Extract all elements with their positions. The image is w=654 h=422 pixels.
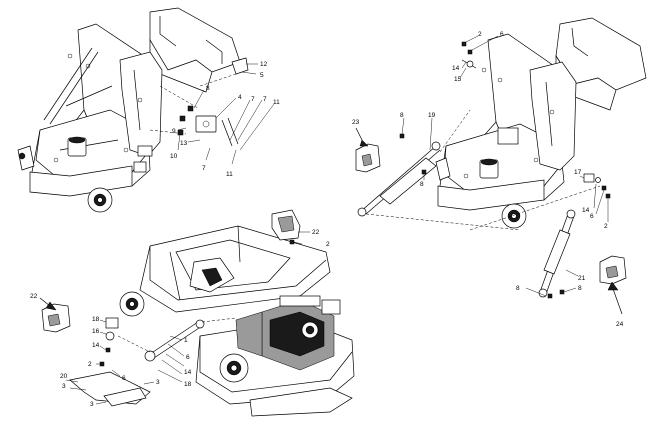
callout-tr-14b: 14 [582, 207, 590, 214]
loader-frame-assembly-right [355, 17, 647, 315]
callout-tr-21: 21 [578, 275, 586, 282]
callout-bl-16: 16 [92, 328, 100, 335]
callout-bl-22a: 22 [312, 229, 320, 236]
callout-tl-10: 10 [170, 153, 178, 160]
callout-tl-7c: 7 [202, 165, 206, 172]
callout-tl-8: 8 [206, 85, 210, 92]
callout-tl-11b: 11 [226, 171, 233, 178]
callout-bl-6b: 6 [186, 354, 190, 361]
callout-bl-3c: 3 [90, 401, 94, 408]
callout-tr-14a: 14 [452, 65, 460, 72]
callout-tl-12: 12 [260, 61, 268, 68]
callout-bl-22b: 22 [30, 293, 38, 300]
callout-tr-8c: 8 [516, 285, 520, 292]
callout-bl-14b: 14 [184, 369, 192, 376]
callout-bl-3a: 3 [62, 383, 66, 390]
callout-tl-5: 5 [260, 72, 264, 79]
callout-bl-1: 1 [184, 337, 188, 344]
callout-tr-2a: 2 [478, 31, 482, 38]
loader-frame-assembly-left [17, 7, 275, 213]
callout-tr-15: 15 [454, 76, 462, 83]
callout-tl-11a: 11 [273, 99, 280, 106]
callout-tl-4: 4 [238, 94, 242, 101]
callout-tl-13: 13 [180, 140, 188, 147]
callout-bl-18a: 18 [92, 316, 100, 323]
callout-bl-18b: 18 [184, 381, 192, 388]
callout-tr-2b: 2 [604, 223, 608, 230]
callout-tr-24: 24 [616, 321, 624, 328]
callout-bl-3b: 3 [156, 379, 160, 386]
callout-bl-2a: 2 [326, 241, 330, 248]
callout-tr-6a: 6 [500, 31, 504, 38]
callout-bl-20: 20 [60, 373, 68, 380]
callout-tl-7a: 7 [251, 96, 255, 103]
callout-tr-23: 23 [352, 119, 360, 126]
callout-tr-17: 17 [574, 169, 582, 176]
chassis-engine-assembly [39, 209, 355, 417]
callout-bl-2b: 2 [88, 361, 92, 368]
callout-tr-8b: 8 [420, 181, 424, 188]
callout-tr-6b: 6 [590, 213, 594, 220]
callout-bl-6a: 6 [122, 375, 126, 382]
callout-tl-7b: 7 [263, 96, 267, 103]
callout-bl-14a: 14 [92, 342, 100, 349]
callout-tr-8d: 8 [578, 285, 582, 292]
callout-tr-19: 19 [428, 112, 436, 119]
callout-tr-8a: 8 [400, 112, 404, 119]
callout-tl-9: 9 [172, 128, 176, 135]
